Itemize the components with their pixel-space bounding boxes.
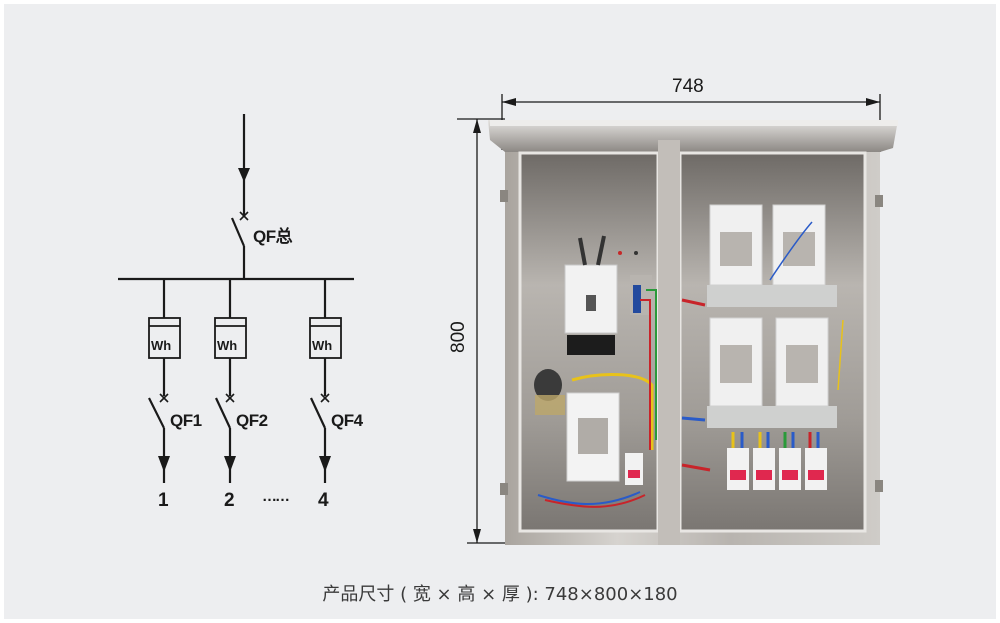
product-dimensions-caption: 产品尺寸 ( 宽 × 高 × 厚 ): 748×800×180 [322, 584, 678, 605]
output-label-1: 1 [158, 490, 169, 511]
output-label-2: 2 [224, 490, 235, 511]
meter-label-1: Wh [151, 338, 171, 353]
width-dimension-label: 748 [672, 76, 704, 97]
meter-label-4: Wh [312, 338, 332, 353]
breaker-label-qf1: QF1 [170, 411, 202, 430]
meter-label-2: Wh [217, 338, 237, 353]
output-label-4: 4 [318, 490, 329, 511]
breaker-label-qf4: QF4 [331, 411, 363, 430]
breaker-label-qf2: QF2 [236, 411, 268, 430]
single-line-diagram: Wh Wh Wh [118, 114, 354, 483]
output-ellipsis: …… [262, 488, 290, 505]
main-breaker-label: QF总 [253, 227, 293, 246]
